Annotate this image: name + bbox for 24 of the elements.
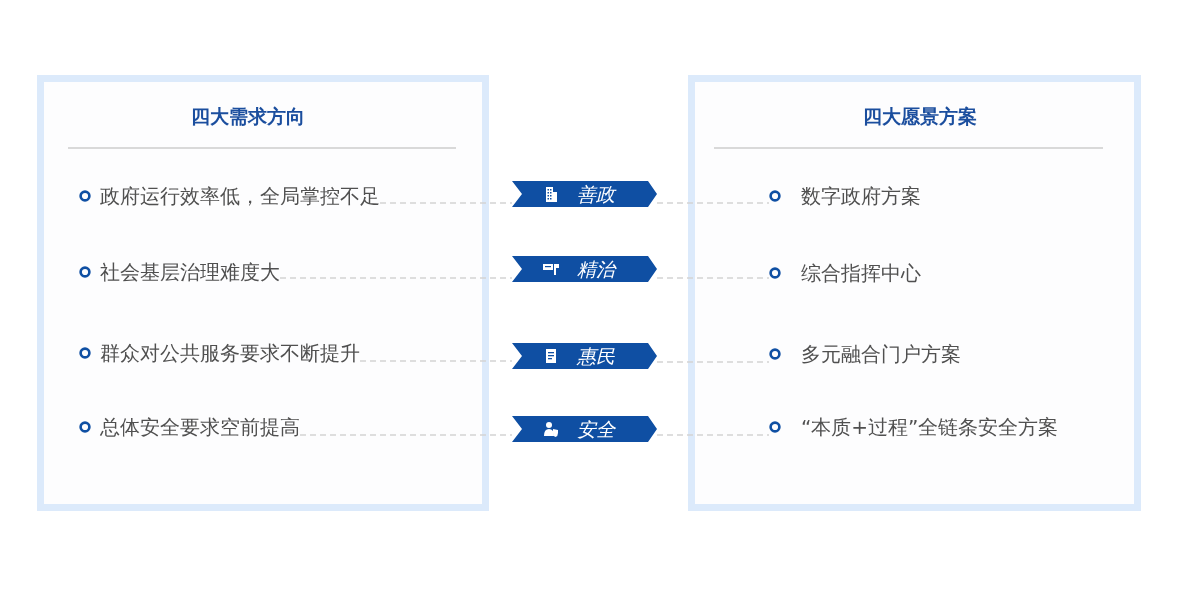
connector-line — [656, 202, 770, 204]
list-item-text: “本质+过程”全链条安全方案 — [801, 415, 1059, 439]
list-item-text: 综合指挥中心 — [801, 261, 921, 285]
list-item-text: 多元融合门户方案 — [801, 342, 961, 366]
panel-title: 四大需求方向 — [190, 104, 306, 128]
connector-line — [359, 360, 513, 362]
connector-line — [656, 434, 770, 436]
connector-line — [299, 434, 513, 436]
list-item-text: 总体安全要求空前提高 — [100, 415, 300, 439]
list-item-text: 群众对公共服务要求不断提升 — [100, 341, 360, 365]
connector-line — [279, 277, 513, 279]
connector-line — [656, 361, 770, 363]
banner-label: 安全 — [577, 417, 615, 442]
banner-label: 精治 — [577, 257, 615, 282]
connector-line — [379, 202, 513, 204]
banner-label: 善政 — [577, 182, 615, 207]
list-item-text: 政府运行效率低，全局掌控不足 — [100, 184, 380, 208]
panel — [37, 75, 489, 511]
banner-label: 惠民 — [577, 344, 615, 369]
panel-title: 四大愿景方案 — [862, 104, 978, 128]
list-item-text: 社会基层治理难度大 — [100, 260, 280, 284]
connector-line — [656, 277, 770, 279]
list-item-text: 数字政府方案 — [801, 184, 921, 208]
panel — [688, 75, 1141, 511]
